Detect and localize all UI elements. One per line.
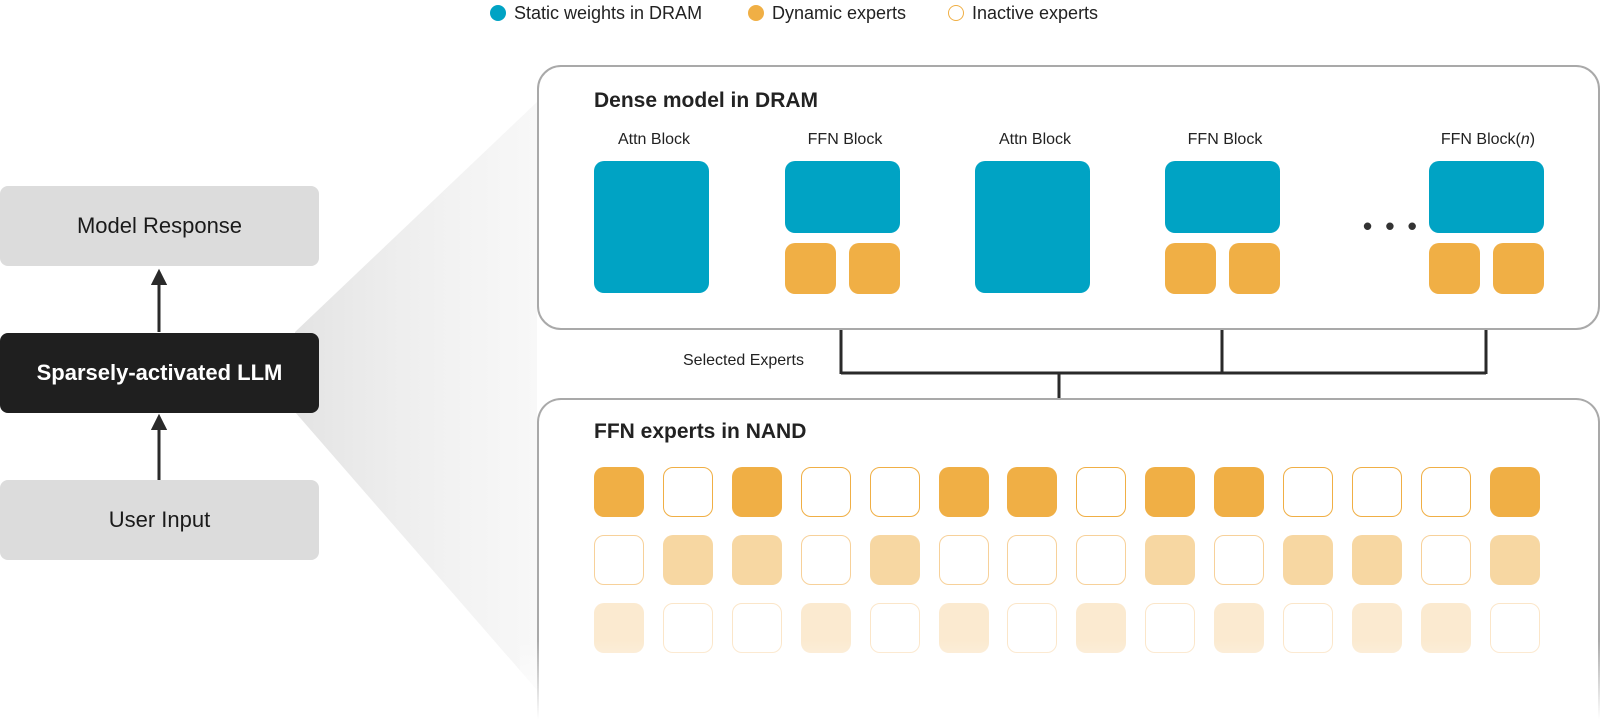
ffn-block-1-static (785, 161, 900, 233)
inactive-expert-cell-r2-c6 (938, 535, 989, 585)
active-expert-cell-r2-c5 (869, 535, 920, 585)
block-label-1: Attn Block (617, 131, 691, 148)
legend-static-label: Static weights in DRAM (514, 2, 703, 23)
inactive-expert-cell-r2-c7 (1007, 535, 1058, 585)
selected-experts-label: Selected Experts (683, 352, 804, 369)
user-input-box: User Input (0, 480, 319, 560)
active-expert-cell-r3-c1 (594, 603, 644, 653)
active-expert-cell-r3-c12 (1351, 603, 1402, 653)
inactive-expert-cell-r1-c2 (662, 467, 713, 517)
inactive-expert-cell-r2-c4 (800, 535, 851, 585)
inactive-expert-cell-r3-c3 (731, 603, 782, 653)
dynamic-experts-swatch-icon (748, 5, 764, 21)
ffn-block-2-expert-b (1229, 243, 1280, 294)
sparse-llm-box: Sparsely-activated LLM (0, 333, 319, 413)
ffn-block-n-expert-a (1429, 243, 1480, 294)
ffn-block-2-expert-a (1165, 243, 1216, 294)
inactive-expert-cell-r3-c5 (869, 603, 920, 653)
ffn-block-1-expert-a (785, 243, 836, 294)
active-expert-cell-r3-c6 (938, 603, 989, 653)
inactive-expert-cell-r3-c2 (662, 603, 713, 653)
active-expert-cell-r2-c12 (1351, 535, 1402, 585)
model-response-box: Model Response (0, 186, 319, 266)
active-expert-cell-r1-c10 (1214, 467, 1265, 517)
attn-block-1 (594, 161, 709, 293)
nand-title: FFN experts in NAND (594, 420, 807, 443)
ffn-block-n-expert-b (1493, 243, 1544, 294)
inactive-expert-cell-r2-c13 (1420, 535, 1471, 585)
legend-inactive: Inactive experts (948, 2, 1098, 24)
active-expert-cell-r1-c14 (1489, 467, 1540, 517)
active-expert-cell-r1-c6 (938, 467, 989, 517)
active-expert-cell-r2-c11 (1283, 535, 1333, 585)
inactive-expert-cell-r1-c8 (1076, 467, 1127, 517)
active-expert-cell-r2-c14 (1489, 535, 1540, 585)
inactive-expert-cell-r3-c7 (1007, 603, 1058, 653)
inactive-expert-cell-r2-c1 (594, 535, 644, 585)
block-label-2: FFN Block (807, 131, 883, 148)
legend: Static weights in DRAM Dynamic experts I… (0, 0, 1600, 26)
legend-dynamic: Dynamic experts (748, 2, 906, 24)
active-expert-cell-r3-c13 (1420, 603, 1471, 653)
block-label-5: FFN Block(n) (1440, 131, 1536, 148)
block-label-3: Attn Block (998, 131, 1072, 148)
user-input-label: User Input (108, 507, 211, 532)
inactive-expert-cell-r1-c4 (800, 467, 851, 517)
inactive-expert-cell-r3-c11 (1283, 603, 1333, 653)
inactive-expert-cell-r1-c13 (1420, 467, 1471, 517)
sparse-llm-label: Sparsely-activated LLM (36, 360, 283, 385)
nand-panel: FFN experts in NAND (537, 398, 1600, 719)
legend-dynamic-label: Dynamic experts (772, 2, 907, 23)
active-expert-cell-r3-c8 (1076, 603, 1127, 653)
dram-title: Dense model in DRAM (594, 89, 819, 112)
active-expert-cell-r1-c9 (1145, 467, 1196, 517)
zoom-funnel (295, 102, 537, 690)
inactive-experts-swatch-icon (948, 5, 964, 21)
block-label-4: FFN Block (1187, 131, 1263, 148)
active-expert-cell-r3-c4 (800, 603, 851, 653)
dram-panel: Dense model in DRAM Attn Block FFN Block… (537, 65, 1600, 330)
model-response-label: Model Response (76, 213, 243, 238)
inactive-expert-cell-r1-c5 (869, 467, 920, 517)
inactive-expert-cell-r1-c12 (1351, 467, 1402, 517)
inactive-expert-cell-r3-c14 (1489, 603, 1540, 653)
attn-block-2 (975, 161, 1090, 293)
ffn-block-1-expert-b (849, 243, 900, 294)
ffn-block-2-static (1165, 161, 1280, 233)
active-expert-cell-r2-c9 (1145, 535, 1196, 585)
inactive-expert-cell-r1-c11 (1283, 467, 1333, 517)
active-expert-cell-r2-c3 (731, 535, 782, 585)
ffn-block-n-static (1429, 161, 1544, 233)
inactive-expert-cell-r2-c10 (1214, 535, 1265, 585)
active-expert-cell-r3-c10 (1214, 603, 1265, 653)
active-expert-cell-r1-c3 (731, 467, 782, 517)
inactive-expert-cell-r2-c8 (1076, 535, 1127, 585)
ellipsis: • • • (1363, 211, 1420, 241)
legend-inactive-label: Inactive experts (972, 2, 1099, 23)
legend-static: Static weights in DRAM (490, 2, 702, 24)
static-weights-swatch-icon (490, 5, 506, 21)
active-expert-cell-r1-c1 (594, 467, 644, 517)
active-expert-cell-r1-c7 (1007, 467, 1058, 517)
inactive-expert-cell-r3-c9 (1145, 603, 1196, 653)
active-expert-cell-r2-c2 (662, 535, 713, 585)
